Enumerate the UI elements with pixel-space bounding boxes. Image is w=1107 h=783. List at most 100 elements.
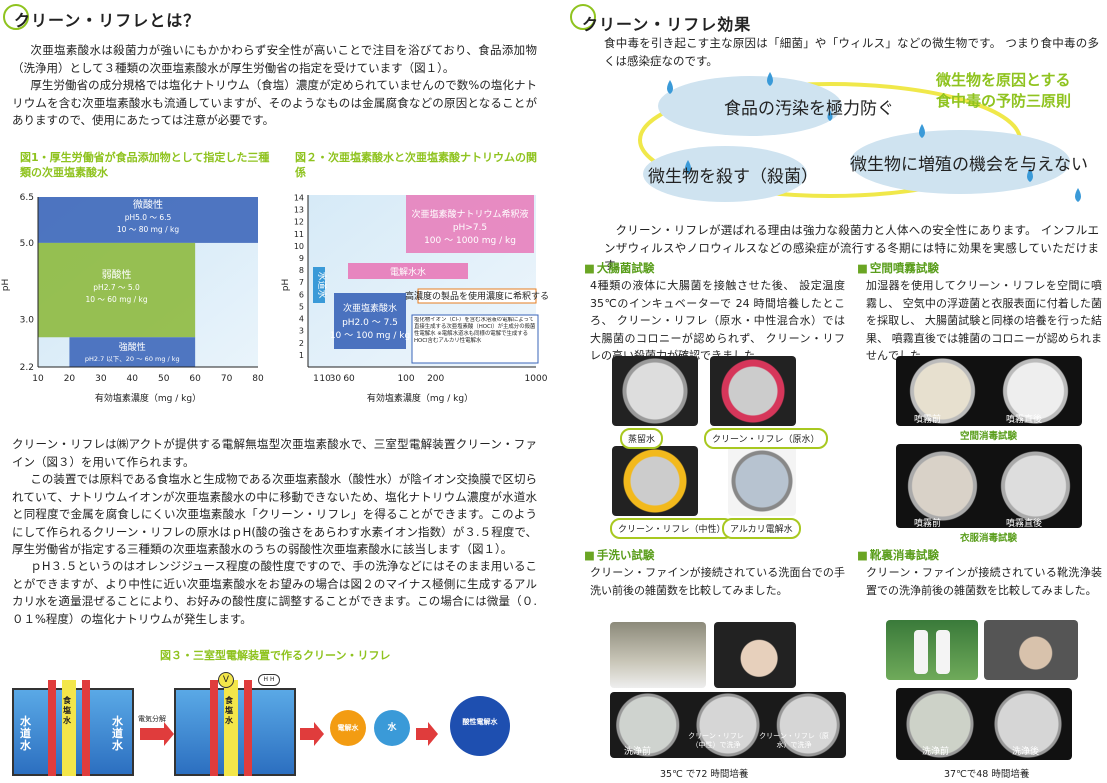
fig2-ytick-8: 9 (299, 254, 304, 263)
fig3-illustration: 水道水 水道水 食塩水 電気分解 食塩水 V H H 電解水 水 酸性電解水 (4, 668, 544, 780)
fig2-region-tap-name: 水道水 (316, 271, 328, 298)
fig2-region-naclo-name: 次亜塩素酸ナトリウム希釈液 (411, 208, 528, 220)
fig1-region-1 (38, 242, 196, 338)
title-circle-mark (3, 4, 29, 30)
test1-text: 4種類の液体に大腸菌を接触させた後、 設定温度 35℃のインキュベーターで 24… (590, 279, 845, 362)
fig2-region-naclo-detail: pH>7.5 (453, 223, 487, 233)
fig1-region-2-detail: pH2.7 以下、20 ～ 60 mg / kg (85, 355, 180, 363)
fig1-region-1-text-2: 10 ～ 60 mg / kg (85, 295, 147, 304)
fig2-ytick-9: 10 (294, 242, 304, 251)
fig1-region-1-text-0: 弱酸性 (102, 268, 132, 281)
dish-label-2: クリーン・リフレ（原水） (704, 428, 828, 449)
fig2-annotation-1: 高濃度の製品を使用濃度に希釈する (405, 290, 549, 302)
fig2-xtick-3: 60 (343, 374, 355, 384)
fig2-ytick-12: 13 (294, 206, 304, 215)
fig2-ytick-4: 5 (299, 302, 304, 311)
fig1-xtick-5: 60 (189, 374, 201, 384)
test2-text: 加湿器を使用してクリーン・リフレを空間に噴霧し、 空気中の浮遊菌と衣服表面に付着… (866, 279, 1102, 362)
fig1-ytick-0: 2.2 (20, 363, 34, 373)
spray-label-3: 噴霧前 (914, 519, 942, 529)
fig3-arrow-1 (140, 728, 166, 740)
tank-2-salt-chamber (224, 680, 238, 776)
fig2-xtick-4: 100 (397, 374, 414, 384)
spray-label-1: 噴霧前 (914, 415, 942, 425)
fig3-arrow-1-head (164, 722, 174, 746)
tank-1-membrane-right (82, 680, 90, 776)
fig2-caption: 図２・次亜塩素酸水と次亜塩素酸ナトリウムの関係 (295, 151, 537, 179)
fig1-ytick-2: 5.0 (20, 239, 35, 249)
fig2-xtick-2: 30 (330, 374, 342, 384)
shoe-photo-2 (984, 620, 1078, 680)
fig1-region-2 (69, 337, 196, 367)
fig3-arrow-2-head (314, 722, 324, 746)
handwash-label-1: 洗浄前 (624, 747, 652, 757)
shoe-cap: 37℃で48 時間培養 (944, 769, 1030, 780)
fig3-arrow-2 (300, 728, 316, 740)
spray-clothes-photo (896, 444, 1082, 528)
tank-1-membrane-left (48, 680, 56, 776)
fig2-ytick-3: 4 (299, 315, 304, 324)
tank-1-center-label: 食塩水 (63, 696, 71, 725)
fig1-xtick-0: 10 (32, 374, 44, 384)
tank-1-right-label: 水道水 (112, 715, 123, 752)
shoe-photo-1-boot-right (936, 630, 950, 674)
fig2-region-hocl-name: 次亜塩素酸水 (343, 302, 397, 314)
fig2-annotation-2: 塩化物イオン（Cl-）を含む水溶液の電解によって直接生成する次亜塩素酸（HOCl… (414, 317, 536, 344)
voltmeter-icon: V (218, 672, 234, 688)
right-title-circle-mark (570, 4, 596, 30)
fig2-annotation-2-wrap: 塩化物イオン（Cl-）を含む水溶液の電解によって直接生成する次亜塩素酸（HOCl… (414, 317, 536, 344)
fig2-ytick-6: 7 (299, 278, 304, 287)
shoe-photo-1 (886, 620, 978, 680)
fig2-ytick-10: 11 (294, 230, 304, 239)
principles-title-1: 微生物を原因とする (936, 71, 1071, 89)
test4-head: 靴裏消毒試験 (857, 547, 939, 563)
principles-diagram: 微生物を原因とする 食中毒の予防三原則 食品の汚染を極力防ぐ 微生物を殺す（殺菌… (630, 70, 1100, 205)
dish-label-1: 蒸留水 (620, 428, 664, 449)
left-intro-p2: 厚生労働省の成分規格では塩化ナトリウム（食塩）濃度が定められていませんので数%の… (12, 78, 537, 127)
fig1-region-0 (38, 197, 258, 243)
handwash-label-3: クリーン・リフレ（原水）で洗浄 (759, 732, 829, 749)
fig1-xtick-2: 30 (95, 374, 107, 384)
fig3-arrow-3 (416, 728, 430, 740)
right-reason: クリーン・リフレが選ばれる理由は強力な殺菌力と人体への安全性にあります。 インフ… (604, 223, 1099, 272)
tank-1: 水道水 水道水 食塩水 (12, 680, 134, 776)
fig2-xtick-0: 1 (313, 374, 319, 384)
fig1-ytick-3: 6.5 (20, 193, 34, 203)
char-electrolyzed-icon: 電解水 (330, 710, 366, 746)
spray-label-2: 噴霧直後 (1006, 415, 1043, 425)
handwash-photo-2 (714, 622, 796, 688)
test3-text: クリーン・ファインが接続されている洗面台での手洗い前後の雑菌数を比較してみました… (590, 566, 845, 597)
right-intro: 食中毒を引き起こす主な原因は「細菌」や「ウィルス」などの微生物です。 つまり食中… (604, 36, 1099, 68)
test2-head: 空間噴霧試験 (857, 260, 939, 276)
fig2-chart: 次亜塩素酸ナトリウム希釈液 pH>7.5 100 ～ 1000 mg / kg … (281, 193, 549, 404)
fig2-region-electrolyzed-name: 電解水水 (390, 266, 426, 278)
fig1-region-0-text-0: 微酸性 (133, 198, 163, 211)
left-body-p3: ｐH３.５というのはオレンジジュース程度の酸性度ですので、手の洗浄などにはそのま… (12, 559, 537, 626)
char-water-icon: 水 (374, 710, 410, 746)
test4-text: クリーン・ファインが接続されている靴洗浄装置での洗浄前後の雑菌数を比較してみまし… (866, 566, 1102, 597)
tank-2-center-label: 食塩水 (225, 696, 233, 725)
spray-cap-2: 衣服消毒試験 (960, 533, 1018, 544)
dish-label-4: アルカリ電解水 (722, 518, 801, 539)
fig2-ytick-7: 8 (299, 266, 304, 275)
fig2-region-tap (313, 267, 325, 303)
fig2-xtick-6: 1000 (525, 374, 548, 384)
shoe-label-1: 洗浄前 (922, 747, 950, 757)
fig2-ytick-0: 1 (299, 351, 304, 360)
tank-1-left-label: 水道水 (20, 715, 31, 752)
dish-alkaline-photo (728, 446, 796, 516)
handwash-dishes-photo (610, 692, 846, 758)
handwash-photo-1 (610, 622, 706, 688)
fig1-xlabel: 有効塩素濃度（mg / kg） (95, 392, 201, 404)
fig1-xtick-1: 20 (64, 374, 76, 384)
principles-ring (638, 72, 1081, 202)
fig1-ytick-1: 3.0 (20, 315, 35, 325)
fig3-caption: 図３・三室型電解装置で作るクリーン・リフレ (160, 649, 391, 662)
shoe-photo-1-boot-left (914, 630, 928, 674)
fig2-xtick-1: 10 (319, 374, 331, 384)
left-body-p1: クリーン・リフレは㈱アクトが提供する電解無塩型次亜塩素酸水で、三室型電解装置クリ… (12, 437, 537, 469)
test3-head: 手洗い試験 (584, 547, 655, 563)
dish-distilled-photo (612, 356, 698, 426)
fig1-xtick-7: 80 (252, 374, 264, 384)
fig2-ytick-2: 3 (299, 327, 304, 336)
